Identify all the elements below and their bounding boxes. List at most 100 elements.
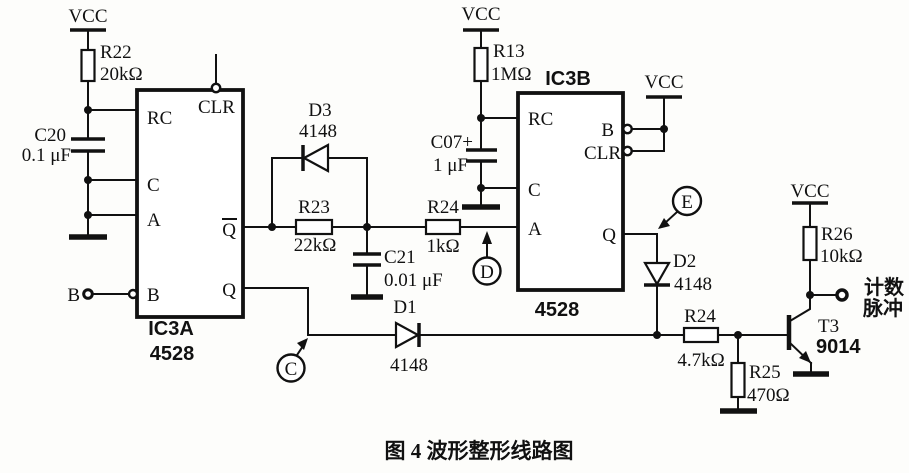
diode-value: 4148 xyxy=(390,355,428,376)
capacitor-ref: C07+ xyxy=(431,132,473,153)
arrow-up-icon xyxy=(482,231,492,244)
node-label-c: C xyxy=(276,338,308,383)
output-terminal: 计数 脉冲 xyxy=(809,275,905,320)
circle-badge xyxy=(472,256,502,286)
transistor-ref: T3 xyxy=(818,316,839,337)
resistor-value: 1kΩ xyxy=(426,236,459,257)
output-label-line2: 脉冲 xyxy=(862,296,903,320)
ic-ic3a: RC CLR C A B Q Q IC3A 4528 xyxy=(135,54,245,365)
resistor-r24b: R24 4.7kΩ xyxy=(677,306,724,371)
emitter-arrow-icon xyxy=(799,351,811,363)
resistor-r22: R22 20kΩ xyxy=(80,42,143,85)
diode-value: 4148 xyxy=(299,121,337,142)
resistor-r25: R25 470Ω xyxy=(720,334,790,414)
resistor-ref: R23 xyxy=(298,197,330,218)
node-c-letter: C xyxy=(285,359,298,380)
left-rail-wiring xyxy=(69,80,138,240)
transistor-part: 9014 xyxy=(816,336,861,358)
pin-qbar: Q xyxy=(222,220,236,241)
capacitor-value: 1 μF xyxy=(433,155,468,176)
resistor-value: 470Ω xyxy=(747,385,790,406)
resistor-r24a: R24 1kΩ xyxy=(424,197,462,257)
diode-value: 4148 xyxy=(674,274,712,295)
pin-b: B xyxy=(147,285,160,306)
capacitor-value: 0.1 μF xyxy=(22,145,71,166)
resistor-ref: R22 xyxy=(100,42,132,63)
ic-name: IC3A xyxy=(148,318,194,340)
input-b-terminal: B xyxy=(67,285,139,306)
pin-clr: CLR xyxy=(198,97,235,118)
pin-clr: CLR xyxy=(584,143,621,164)
resistor-ref: R24 xyxy=(684,306,716,327)
ic-ic3b: IC3B RC C A B CLR Q 4528 xyxy=(516,68,633,321)
capacitor-ref: C20 xyxy=(34,125,66,146)
vcc-label: VCC xyxy=(644,72,683,93)
capacitor-c07: C07+ 1 μF xyxy=(431,132,497,176)
node-e-letter: E xyxy=(681,192,693,213)
arrow-down-left-icon xyxy=(658,218,670,229)
transistor-t3: T3 9014 xyxy=(786,294,861,377)
middle-rail-wiring xyxy=(462,80,519,210)
resistor-ref: R24 xyxy=(427,197,459,218)
resistor-r23: R23 22kΩ xyxy=(294,197,337,256)
pin-a: A xyxy=(528,219,542,240)
diode-ref: D2 xyxy=(673,251,696,272)
ic3a-body xyxy=(135,88,245,319)
input-b-label: B xyxy=(67,285,80,306)
ic-part: 4528 xyxy=(535,299,580,321)
ic-name: IC3B xyxy=(545,68,591,90)
diode-ref: D3 xyxy=(308,100,331,121)
resistor-value: 22kΩ xyxy=(294,235,337,256)
terminal-icon xyxy=(82,288,94,300)
vcc-label: VCC xyxy=(461,4,500,25)
resistor-ref: R13 xyxy=(493,41,525,62)
diode-d1: D1 4148 xyxy=(390,297,428,376)
vcc-label: VCC xyxy=(68,6,107,27)
pin-a: A xyxy=(147,210,161,231)
node-d-letter: D xyxy=(480,262,494,283)
q-ic3b-net xyxy=(622,233,658,336)
figure-caption: 图 4 波形整形线路图 xyxy=(385,439,574,463)
arrow-up-right-icon xyxy=(297,338,308,350)
pin-rc: RC xyxy=(147,108,172,129)
resistor-value: 20kΩ xyxy=(100,64,143,85)
clr-pin-bubble-icon xyxy=(622,145,633,157)
qbar-net xyxy=(242,157,519,231)
resistor-r26: R26 10kΩ xyxy=(802,224,863,299)
circle-badge xyxy=(671,185,703,217)
pin-c: C xyxy=(528,180,541,201)
resistor-value: 10kΩ xyxy=(820,246,863,267)
node-label-e: E xyxy=(658,185,703,229)
pin-rc: RC xyxy=(528,109,553,130)
resistor-ref: R25 xyxy=(749,362,781,383)
q-ic3a-net xyxy=(242,287,787,339)
capacitor-c21: C21 0.01 μF xyxy=(351,226,443,300)
clr-bubble-icon xyxy=(210,82,222,94)
pin-c: C xyxy=(147,175,160,196)
b-pin-bubble-icon xyxy=(622,123,633,135)
vcc-label: VCC xyxy=(790,181,829,202)
resistor-r13: R13 1MΩ xyxy=(473,41,532,85)
resistor-ref: R26 xyxy=(821,224,853,245)
node-label-d: D xyxy=(472,231,502,286)
resistor-value: 1MΩ xyxy=(491,64,532,85)
diode-d2: D2 4148 xyxy=(643,251,712,295)
diode-d3: D3 4148 xyxy=(299,100,337,173)
output-label-line1: 计数 xyxy=(864,275,905,299)
capacitor-c20: C20 0.1 μF xyxy=(22,125,105,166)
ic-part: 4528 xyxy=(150,343,195,365)
pin-b: B xyxy=(601,120,614,141)
diode-ref: D1 xyxy=(393,297,416,318)
resistor-value: 4.7kΩ xyxy=(677,350,724,371)
power-rail-right: VCC xyxy=(790,181,830,228)
ic3b-body xyxy=(516,91,625,292)
capacitor-ref: C21 xyxy=(384,247,416,268)
circle-badge xyxy=(276,353,306,383)
power-rail-left: VCC xyxy=(68,6,108,51)
b-pin-bubble-icon xyxy=(127,288,139,300)
power-rail-ic3b: VCC xyxy=(630,72,684,152)
capacitor-value: 0.01 μF xyxy=(384,270,443,291)
pin-q: Q xyxy=(222,280,236,301)
